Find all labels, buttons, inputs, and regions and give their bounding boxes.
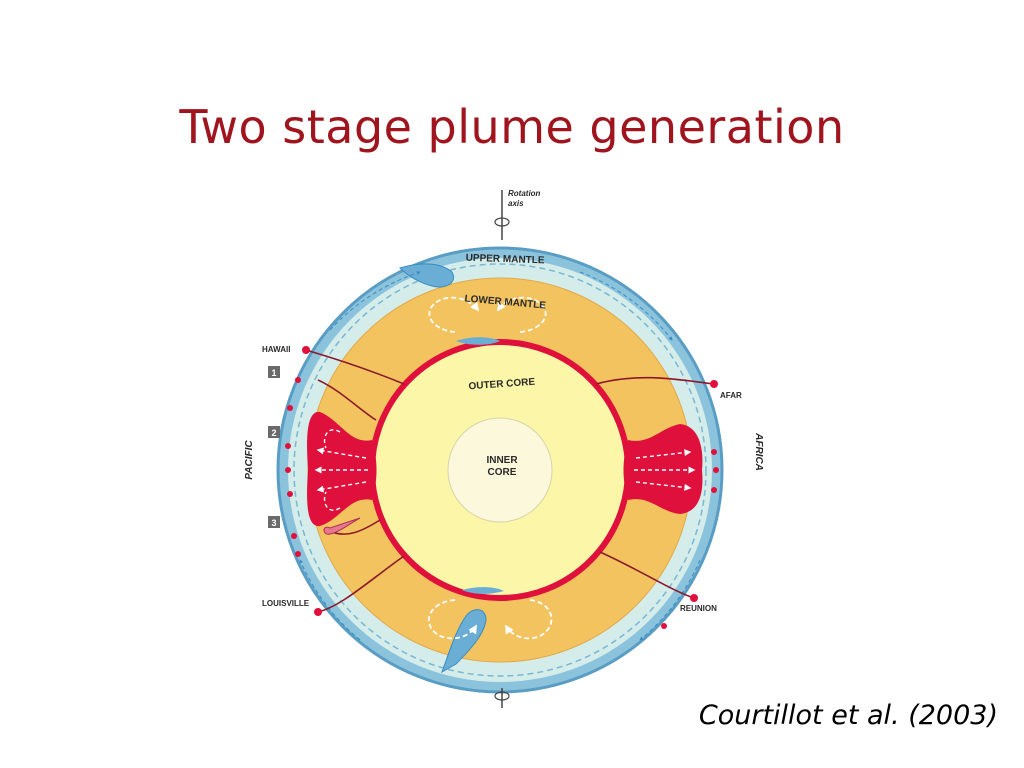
- reunion-label: REUNION: [680, 604, 717, 613]
- rotation-axis-label: Rotation: [508, 189, 541, 198]
- plume-head-small: [323, 517, 361, 535]
- hotspot-markers: [285, 346, 719, 629]
- citation: Courtillot et al. (2003): [698, 700, 998, 731]
- africa-label: AFRICA: [753, 432, 764, 471]
- plume-conduits: [305, 349, 715, 613]
- svg-text:3: 3: [271, 518, 276, 528]
- hawaii-label: HAWAII: [262, 345, 290, 354]
- stage-box-2: 2: [268, 426, 280, 438]
- inner-core-label-2: CORE: [488, 467, 517, 478]
- slab-top: [399, 263, 454, 288]
- upper-mantle-label: UPPER MANTLE: [465, 253, 545, 267]
- africa-plume-flow: [634, 449, 696, 491]
- rotation-axis-bottom: [494, 688, 510, 708]
- transition-line: [293, 263, 707, 677]
- svg-text:1: 1: [271, 368, 276, 378]
- svg-text:2: 2: [271, 428, 276, 438]
- stage-box-3: 3: [268, 516, 280, 528]
- upper-mantle-flow: [299, 271, 701, 641]
- louisville-label: LOUISVILLE: [262, 599, 310, 608]
- slab-top-pool: [456, 337, 500, 345]
- slab-bottom-pool: [462, 587, 504, 594]
- slide-title: Two stage plume generation: [179, 100, 845, 154]
- inner-core-label-1: INNER: [486, 455, 518, 466]
- rotation-axis-top: [494, 190, 510, 240]
- pacific-label: PACIFIC: [244, 440, 255, 480]
- lower-mantle-convection: [428, 296, 553, 640]
- outer-core-label: OUTER CORE: [468, 377, 536, 393]
- afar-label: AFAR: [720, 391, 742, 400]
- africa-superplume: [623, 424, 703, 514]
- inner-core-layer: [447, 417, 553, 523]
- stage-box-1: 1: [268, 366, 280, 378]
- rotation-axis-label-2: axis: [508, 199, 524, 208]
- pacific-plume-flow: [314, 429, 368, 511]
